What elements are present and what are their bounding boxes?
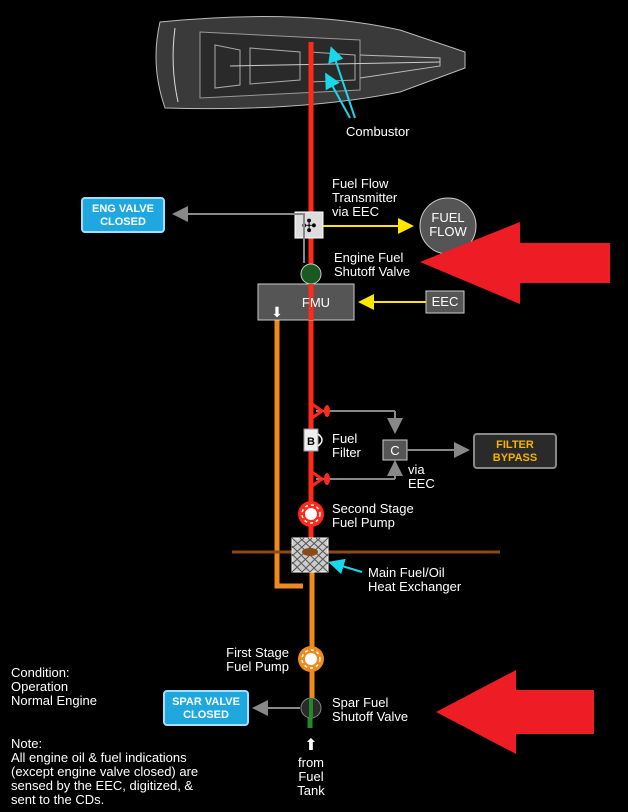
svg-text:FILTER: FILTER — [496, 439, 534, 451]
heat-exchanger — [291, 537, 329, 573]
second-stage-pump-icon — [298, 501, 324, 527]
svg-text:Shutoff Valve: Shutoff Valve — [334, 264, 410, 279]
svg-text:Note:: Note: — [11, 736, 42, 751]
propeller-icon: ✣ — [301, 216, 316, 237]
svg-text:ENG VALVE: ENG VALVE — [92, 203, 154, 215]
via-eec-label: via EEC — [408, 462, 435, 491]
svg-text:Shutoff Valve: Shutoff Valve — [332, 709, 408, 724]
svg-text:SPAR VALVE: SPAR VALVE — [172, 696, 240, 708]
svg-text:Operation: Operation — [11, 679, 68, 694]
svg-text:from: from — [298, 755, 324, 770]
svg-text:Fuel: Fuel — [298, 769, 323, 784]
condition-text: Condition: Operation Normal Engine — [11, 665, 97, 708]
svg-text:BYPASS: BYPASS — [493, 452, 537, 464]
svg-text:Tank: Tank — [297, 783, 325, 798]
svg-text:(except engine valve closed) a: (except engine valve closed) are — [11, 764, 198, 779]
note-text: Note: All engine oil & fuel indications … — [11, 736, 198, 807]
filter-bypass-symbol — [317, 433, 323, 447]
engine-fuel-shutoff-valve-label: Engine Fuel Shutoff Valve — [334, 250, 410, 279]
svg-text:sent to the CDs.: sent to the CDs. — [11, 792, 104, 807]
heat-exchanger-pointer — [328, 558, 363, 575]
low-pressure-fuel-line — [274, 315, 315, 700]
svg-text:Fuel Pump: Fuel Pump — [226, 659, 289, 674]
svg-text:Spar Fuel: Spar Fuel — [332, 695, 388, 710]
callout-arrow-spar-valve — [436, 670, 594, 754]
filter-c-label: C — [390, 443, 399, 458]
svg-text:EEC: EEC — [408, 476, 435, 491]
fuel-flow-transmitter-label: Fuel Flow Transmitter via EEC — [332, 176, 398, 219]
svg-text:Filter: Filter — [332, 445, 362, 460]
fuel-filter-label: Fuel Filter — [332, 431, 362, 460]
eng-valve-closed-indicator: ENG VALVE CLOSED — [81, 197, 165, 233]
spar-valve-closed-indicator: SPAR VALVE CLOSED — [163, 690, 249, 726]
svg-text:CLOSED: CLOSED — [100, 216, 146, 228]
first-stage-pump-label: First Stage Fuel Pump — [226, 645, 289, 674]
first-stage-pump-icon — [298, 646, 324, 672]
fmu-box — [257, 283, 355, 321]
filter-bypass-indicator: FILTER BYPASS — [473, 433, 557, 469]
arrow-down-icon: ⬇ — [271, 304, 283, 320]
combustor-pointer-1 — [325, 72, 351, 119]
svg-text:Fuel Pump: Fuel Pump — [332, 515, 395, 530]
svg-text:Fuel Flow: Fuel Flow — [332, 176, 389, 191]
svg-text:Engine Fuel: Engine Fuel — [334, 250, 403, 265]
combustor-pointer-2 — [328, 46, 356, 119]
svg-text:Main Fuel/Oil: Main Fuel/Oil — [368, 565, 445, 580]
svg-text:CLOSED: CLOSED — [183, 709, 229, 721]
filter-b-label: B — [307, 436, 315, 448]
svg-text:via: via — [408, 462, 425, 477]
heat-exchanger-label: Main Fuel/Oil Heat Exchanger — [368, 565, 462, 594]
svg-text:All engine oil & fuel indicati: All engine oil & fuel indications — [11, 750, 187, 765]
fuel-filter — [303, 428, 319, 452]
svg-text:Condition:: Condition: — [11, 665, 70, 680]
arrow-up-icon: ⬆ — [304, 737, 317, 754]
svg-text:Transmitter: Transmitter — [332, 190, 398, 205]
filter-differential-sensor — [311, 402, 403, 488]
combustor-label: Combustor — [346, 124, 410, 139]
svg-text:Second Stage: Second Stage — [332, 501, 414, 516]
fmu-label: FMU — [302, 295, 330, 310]
eec-label: EEC — [432, 294, 459, 309]
svg-text:Heat Exchanger: Heat Exchanger — [368, 579, 462, 594]
svg-text:Normal Engine: Normal Engine — [11, 693, 97, 708]
svg-text:First Stage: First Stage — [226, 645, 289, 660]
spar-fuel-shutoff-valve-label: Spar Fuel Shutoff Valve — [332, 695, 408, 724]
eng-valve-signal — [172, 206, 305, 263]
second-stage-pump-label: Second Stage Fuel Pump — [332, 501, 414, 530]
fuel-flow-gauge-text-1: FUEL — [431, 210, 464, 225]
callout-arrow-engine-valve — [420, 222, 610, 304]
fuel-flow-gauge-text-2: FLOW — [429, 224, 467, 239]
svg-text:sensed by the EEC, digitized,: sensed by the EEC, digitized, & — [11, 778, 193, 793]
svg-text:via EEC: via EEC — [332, 204, 379, 219]
svg-text:Fuel: Fuel — [332, 431, 357, 446]
fuel-flow-transmitter — [294, 211, 324, 239]
engine-fuel-shutoff-valve — [300, 263, 322, 285]
from-fuel-tank-label: from Fuel Tank — [297, 755, 325, 798]
